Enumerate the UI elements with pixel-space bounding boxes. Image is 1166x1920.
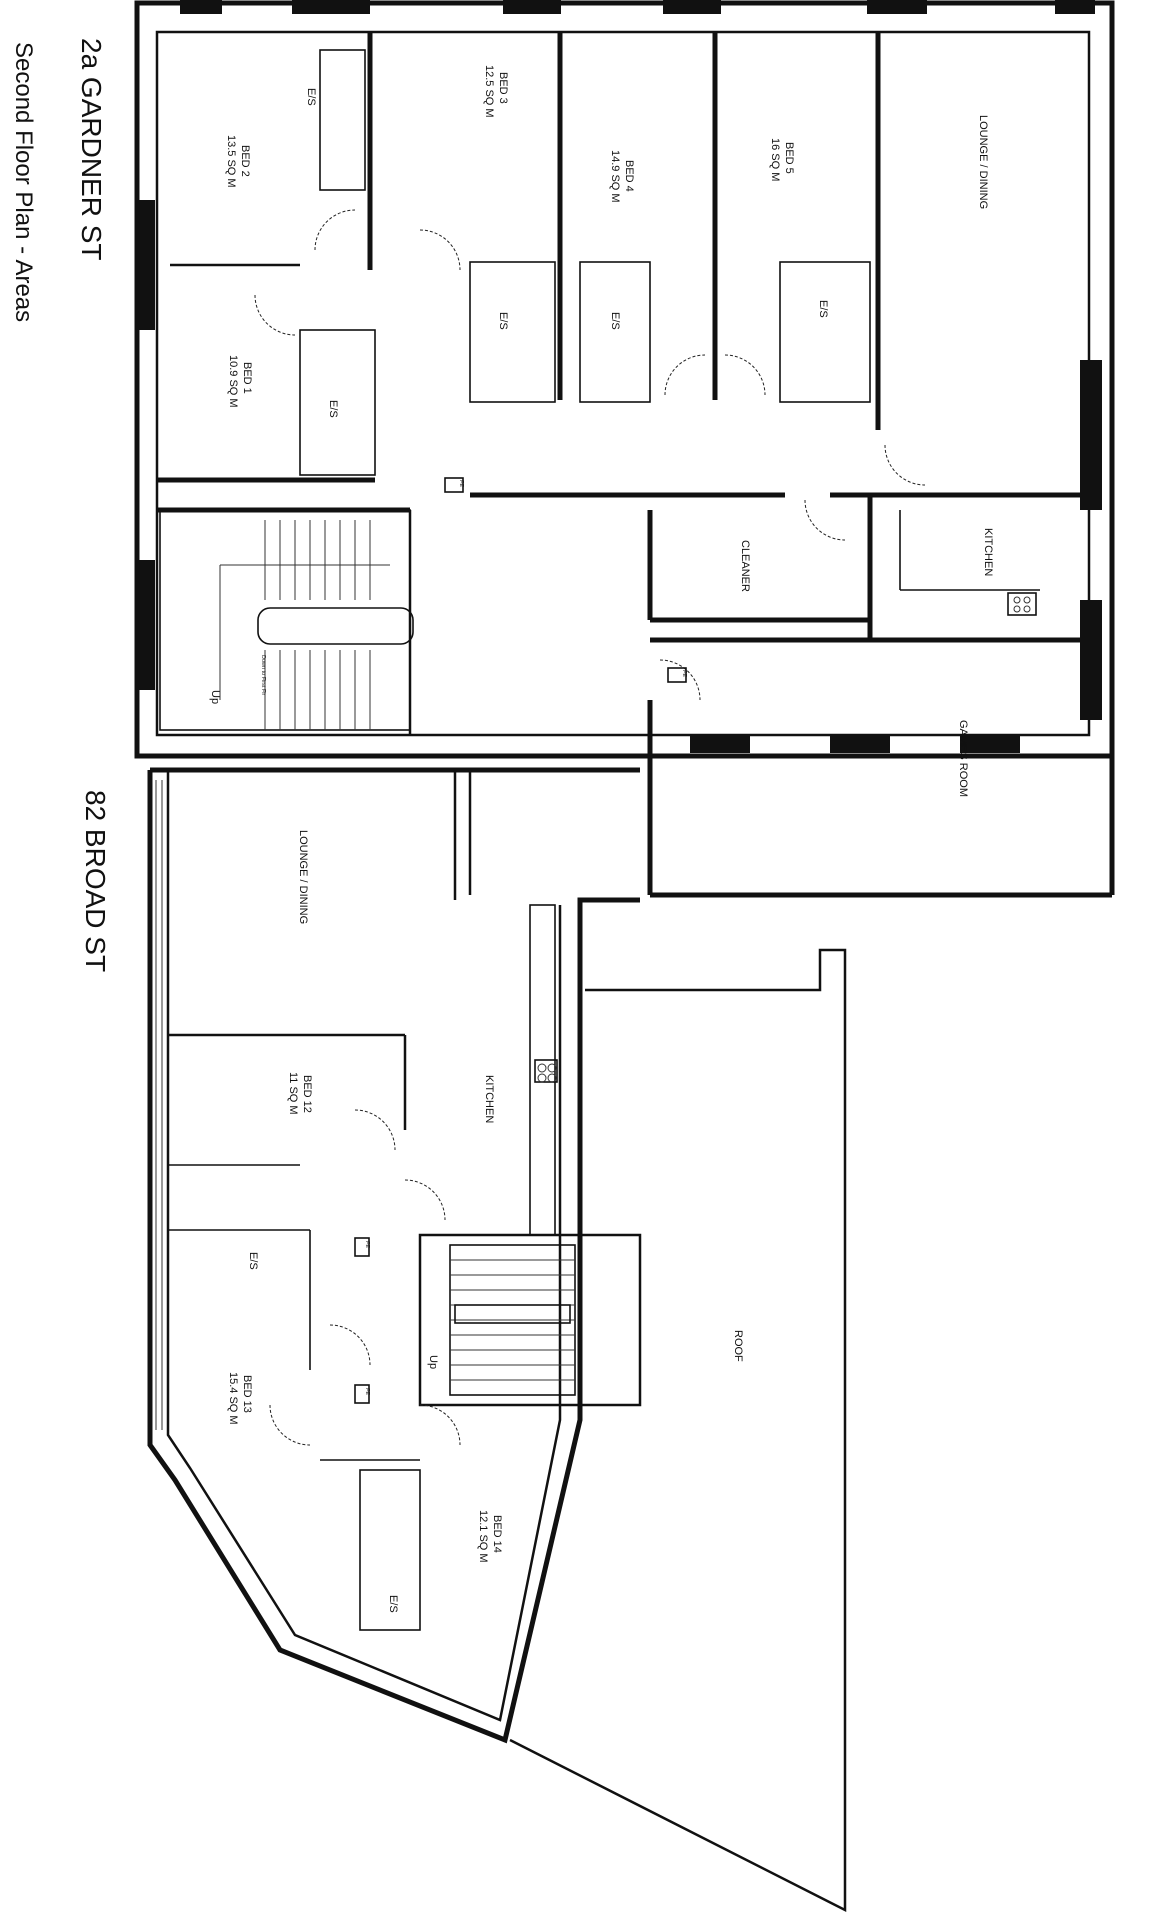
label-stair-up-b: Up: [427, 1355, 439, 1369]
broad-inner-wall: [166, 770, 562, 1722]
label-stair-up-a: Up: [209, 690, 221, 704]
broad-stair-well: [418, 1233, 642, 1407]
fe-box-a: [444, 477, 464, 493]
label-bed2: BED 2: [239, 145, 251, 177]
label-es-7: E/S: [387, 1595, 399, 1613]
label-stair-down-a: Down to First Flr: [260, 655, 266, 696]
gardner-stair-treads: [219, 520, 414, 730]
gardner-building: [134, 0, 1115, 898]
label-bed4: BED 4: [623, 160, 635, 192]
broad-building: [147, 767, 847, 1913]
gardner-inner-wall: [155, 30, 1091, 737]
area-bed4: 14.9 SQ M: [609, 150, 621, 203]
area-bed5: 16 SQ M: [769, 138, 781, 181]
broad-stair-treads: [450, 1259, 575, 1381]
label-lounge-a: LOUNGE / DINING: [977, 115, 989, 209]
building-title-broad: 82 BROAD ST: [80, 790, 111, 972]
label-es-1: E/S: [305, 88, 317, 106]
fe-box-b: [667, 667, 687, 683]
label-bed14: BED 14: [491, 1515, 503, 1553]
gardner-outer-wall: [134, 0, 1115, 759]
label-kitchen-b: KITCHEN: [483, 1075, 495, 1123]
label-es-2: E/S: [327, 400, 339, 418]
area-bed1: 10.9 SQ M: [227, 355, 239, 408]
gardner-top-windows: [180, 0, 1095, 14]
roof-outline: [509, 948, 847, 1913]
broad-outer-wall: [147, 770, 640, 1744]
label-fe-b: FE: [681, 670, 687, 677]
area-bed13: 15.4 SQ M: [227, 1372, 239, 1425]
fe-box-c: [354, 1237, 370, 1257]
label-es-5: E/S: [817, 300, 829, 318]
area-bed3: 12.5 SQ M: [483, 65, 495, 118]
label-bed13: BED 13: [241, 1375, 253, 1413]
label-cleaner: CLEANER: [739, 540, 751, 592]
area-bed12: 11 SQ M: [287, 1072, 299, 1115]
label-bed1: BED 1: [241, 362, 253, 394]
area-bed2: 13.5 SQ M: [225, 135, 237, 188]
label-bed12: BED 12: [301, 1075, 313, 1113]
label-bed3: BED 3: [497, 72, 509, 104]
label-es-6: E/S: [247, 1252, 259, 1270]
label-es-4: E/S: [609, 312, 621, 330]
fe-box-d: [354, 1384, 370, 1404]
label-fe-c: FE: [364, 1241, 370, 1248]
label-es-3: E/S: [497, 312, 509, 330]
room-labels: BED 2 13.5 SQ M BED 1 10.9 SQ M BED 3 12…: [209, 65, 994, 1613]
gardner-left-windows: [135, 200, 155, 690]
label-lounge-b: LOUNGE / DINING: [297, 830, 309, 924]
label-fe-a: FE: [458, 480, 464, 487]
label-kitchen-a: KITCHEN: [982, 528, 994, 576]
label-roof: ROOF: [732, 1330, 744, 1362]
label-fe-d: FE: [364, 1388, 370, 1395]
broad-left-windows: [155, 780, 163, 1430]
plan-subtitle: Second Floor Plan - Areas: [10, 42, 37, 322]
gardner-right-windows: [1080, 360, 1102, 720]
area-bed14: 12.1 SQ M: [477, 1510, 489, 1563]
building-title-gardner: 2a GARDNER ST: [76, 38, 107, 261]
gardner-bottom-windows: [690, 735, 1020, 753]
label-games-room: GAMES ROOM: [957, 720, 969, 797]
label-bed5: BED 5: [783, 142, 795, 174]
